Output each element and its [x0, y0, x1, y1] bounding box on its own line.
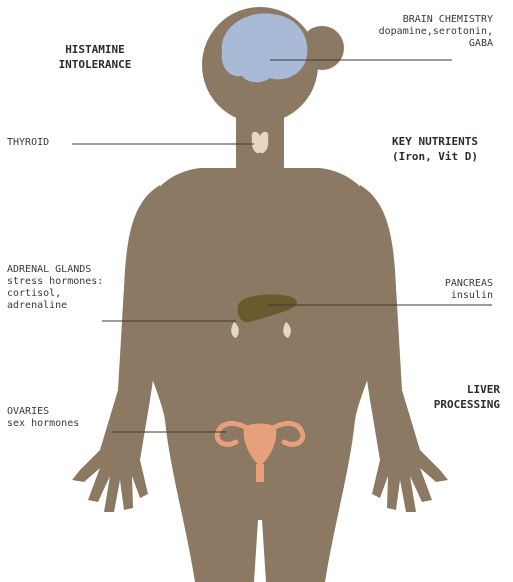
- liver-line-1: LIVER: [434, 382, 500, 397]
- histamine-heading: HISTAMINE INTOLERANCE: [30, 42, 160, 72]
- brain-line-2: GABA: [379, 38, 493, 50]
- thyroid-callout: THYROID: [7, 137, 49, 149]
- liver-heading: LIVER PROCESSING: [434, 382, 500, 412]
- adrenal-callout: ADRENAL GLANDS stress hormones: cortisol…: [7, 264, 103, 312]
- nutrients-heading: KEY NUTRIENTS (Iron, Vit D): [370, 134, 500, 164]
- pancreas-line-1: insulin: [445, 290, 493, 302]
- histamine-line-1: HISTAMINE: [30, 42, 160, 57]
- right-arm: [355, 185, 448, 512]
- liver-line-2: PROCESSING: [434, 397, 500, 412]
- cervix: [256, 464, 264, 482]
- left-arm: [72, 185, 165, 512]
- thyroid-title: THYROID: [7, 137, 49, 149]
- brain-organ: [222, 13, 308, 82]
- adrenal-title: ADRENAL GLANDS: [7, 264, 103, 276]
- pancreas-title: PANCREAS: [445, 278, 493, 290]
- brain-title: BRAIN CHEMISTRY: [379, 14, 493, 26]
- adrenal-line-1: stress hormones:: [7, 276, 103, 288]
- nutrients-line-1: KEY NUTRIENTS: [370, 134, 500, 149]
- pancreas-callout: PANCREAS insulin: [445, 278, 493, 302]
- histamine-line-2: INTOLERANCE: [30, 57, 160, 72]
- adrenal-line-2: cortisol,: [7, 288, 103, 300]
- ovaries-line-1: sex hormones: [7, 418, 79, 430]
- brain-callout: BRAIN CHEMISTRY dopamine,serotonin, GABA: [379, 14, 493, 50]
- nutrients-line-2: (Iron, Vit D): [370, 149, 500, 164]
- adrenal-line-3: adrenaline: [7, 300, 103, 312]
- brain-line-1: dopamine,serotonin,: [379, 26, 493, 38]
- body-silhouette: [72, 7, 448, 582]
- ovaries-callout: OVARIES sex hormones: [7, 406, 79, 430]
- torso: [140, 168, 380, 582]
- ovaries-title: OVARIES: [7, 406, 79, 418]
